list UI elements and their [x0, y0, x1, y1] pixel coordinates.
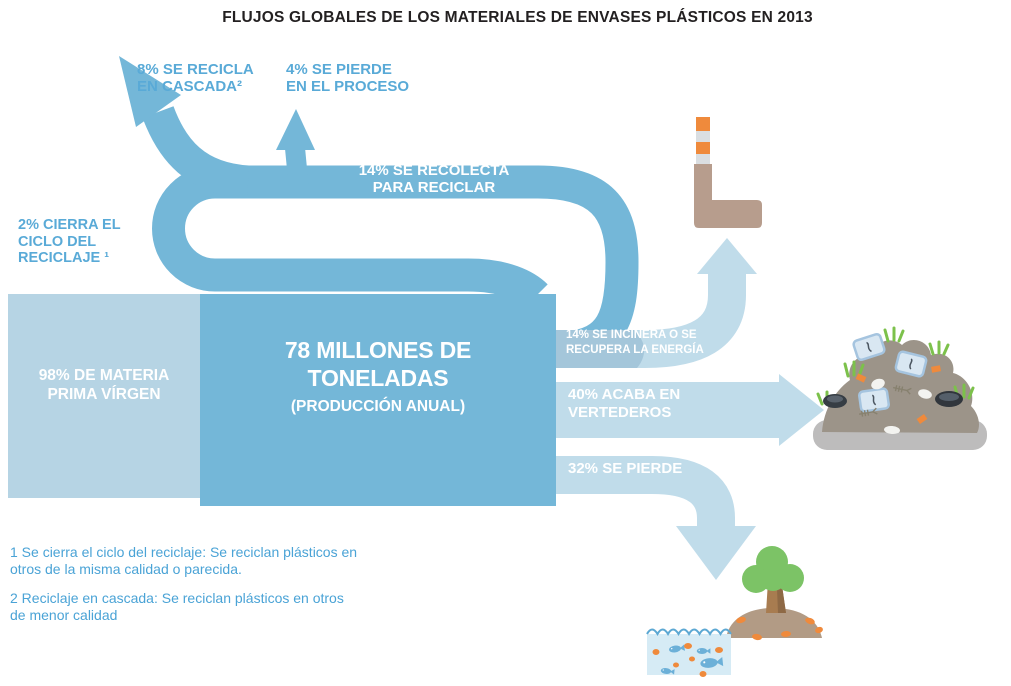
incinerate-arrowhead-icon	[697, 238, 757, 274]
paper-scrap-icons	[871, 378, 932, 435]
label-incinerated-energy: 14% SE INCINERA O SE RECUPERA LA ENERGÍA	[566, 329, 704, 356]
label-production-note: (PRODUCCIÓN ANUAL)	[290, 398, 466, 415]
incinerate-arrow-band	[554, 272, 746, 368]
island-mound	[726, 608, 822, 638]
diagram-title: FLUJOS GLOBALES DE LOS MATERIALES DE ENV…	[222, 9, 813, 26]
incinerate-band-shade	[554, 330, 645, 368]
fishbone-icons	[858, 385, 912, 417]
water-fish-icon	[646, 628, 732, 677]
cascade-arrowhead-icon	[119, 56, 181, 127]
recycling-loop-band	[119, 56, 639, 365]
fish-icons	[660, 644, 724, 675]
label-production-amount: 78 MILLONES DE TONELADAS	[284, 337, 472, 391]
label-collected-for-recycling: 14% SE RECOLECTA PARA RECICLAR	[358, 162, 510, 196]
lost-arrow-band	[554, 456, 735, 528]
tree-island-icon	[726, 546, 823, 641]
plastic-container-icons	[852, 332, 928, 413]
production-box	[200, 294, 556, 506]
orange-scrap-icons	[855, 365, 941, 425]
tire-icons	[823, 391, 963, 408]
wave-line	[646, 628, 732, 636]
water-litter-icons	[652, 643, 723, 677]
label-lost-in-process: 4% SE PIERDE EN EL PROCESO	[286, 61, 410, 95]
label-lost-to-environment: 32% SE PIERDE	[568, 460, 683, 477]
label-virgin-material: 98% DE MATERIA PRIMA VÍRGEN	[38, 367, 170, 403]
process-loss-arrowhead-icon	[276, 109, 315, 150]
footnote-cascade: 2 Reciclaje en cascada: Se reciclan plás…	[10, 590, 344, 623]
cascade-arrow-shaft	[142, 105, 250, 199]
process-loss-arrow-shaft	[285, 147, 309, 187]
tree-foliage	[742, 546, 804, 593]
footnote-closed-loop: 1 Se cierra el ciclo del reciclaje: Se r…	[10, 544, 358, 577]
landfill-arrowhead-icon	[779, 374, 824, 446]
litter-icons	[736, 616, 823, 641]
factory-icon	[694, 117, 762, 228]
loop-band-path	[152, 165, 639, 365]
virgin-material-box	[8, 294, 200, 498]
label-to-landfill: 40% ACABA EN VERTEDEROS	[568, 386, 681, 421]
output-arrows	[554, 238, 824, 580]
trash-pile-icon	[813, 326, 987, 450]
water-body	[647, 634, 731, 675]
label-closed-loop: 2% CIERRA EL CICLO DEL RECICLAJE ¹	[18, 217, 121, 266]
lost-arrowhead-icon	[676, 526, 756, 580]
label-recycled-cascade: 8% SE RECICLA EN CASCADA²	[137, 61, 254, 95]
